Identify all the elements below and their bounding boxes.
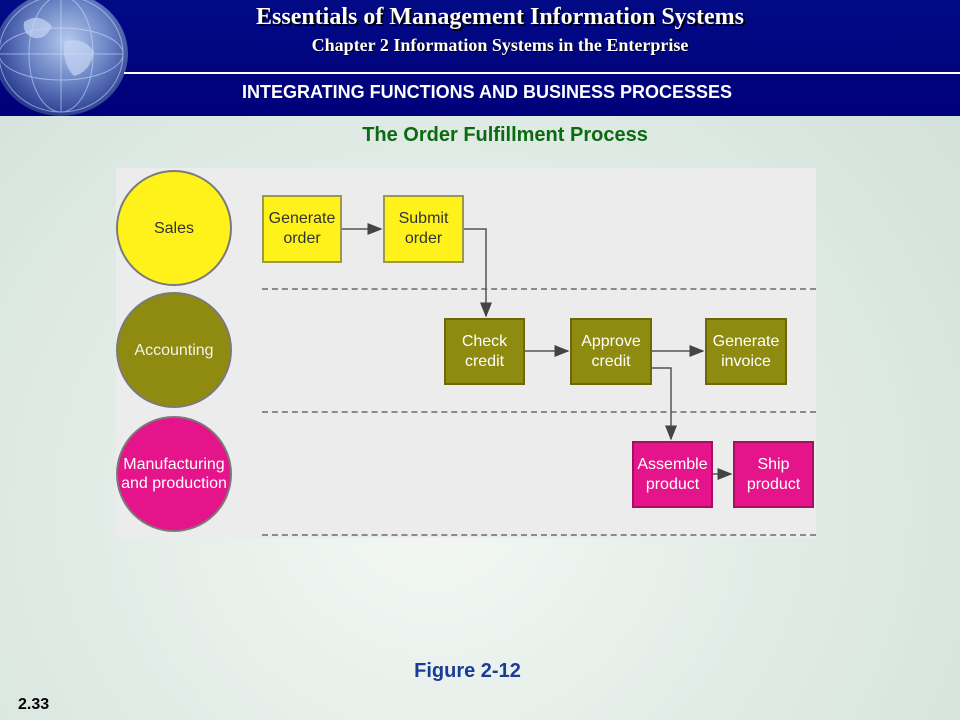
slide-subtitle: The Order Fulfillment Process bbox=[362, 124, 648, 146]
step-ship-product: Ship product bbox=[733, 441, 814, 508]
lane-divider bbox=[262, 411, 816, 413]
course-title: Essentials of Management Information Sys… bbox=[256, 4, 744, 30]
figure-caption: Figure 2-12 bbox=[414, 660, 521, 682]
step-generate-invoice: Generate invoice bbox=[705, 318, 787, 385]
step-generate-order: Generate order bbox=[262, 195, 342, 263]
lane-sales: Sales bbox=[116, 170, 232, 286]
flow-arrow bbox=[464, 228, 492, 318]
flow-arrows bbox=[342, 223, 733, 480]
step-approve-credit: Approve credit bbox=[570, 318, 652, 385]
chapter-title: Chapter 2 Information Systems in the Ent… bbox=[311, 35, 689, 55]
slide-header: Essentials of Management Information Sys… bbox=[0, 0, 960, 116]
section-title: INTEGRATING FUNCTIONS AND BUSINESS PROCE… bbox=[242, 82, 733, 102]
flow-arrow bbox=[652, 367, 677, 441]
step-check-credit: Check credit bbox=[444, 318, 525, 385]
step-assemble-product: Assemble product bbox=[632, 441, 713, 508]
page-number: 2.33 bbox=[18, 696, 50, 713]
lane-divider bbox=[262, 534, 816, 536]
order-fulfillment-diagram: Sales Accounting Manufacturing and produ… bbox=[116, 168, 816, 538]
lane-divider bbox=[262, 288, 816, 290]
header-divider bbox=[124, 72, 960, 74]
globe-logo-icon bbox=[0, 0, 128, 116]
step-submit-order: Submit order bbox=[383, 195, 464, 263]
lane-accounting: Accounting bbox=[116, 292, 232, 408]
lane-manufacturing-production: Manufacturing and production bbox=[116, 416, 232, 532]
